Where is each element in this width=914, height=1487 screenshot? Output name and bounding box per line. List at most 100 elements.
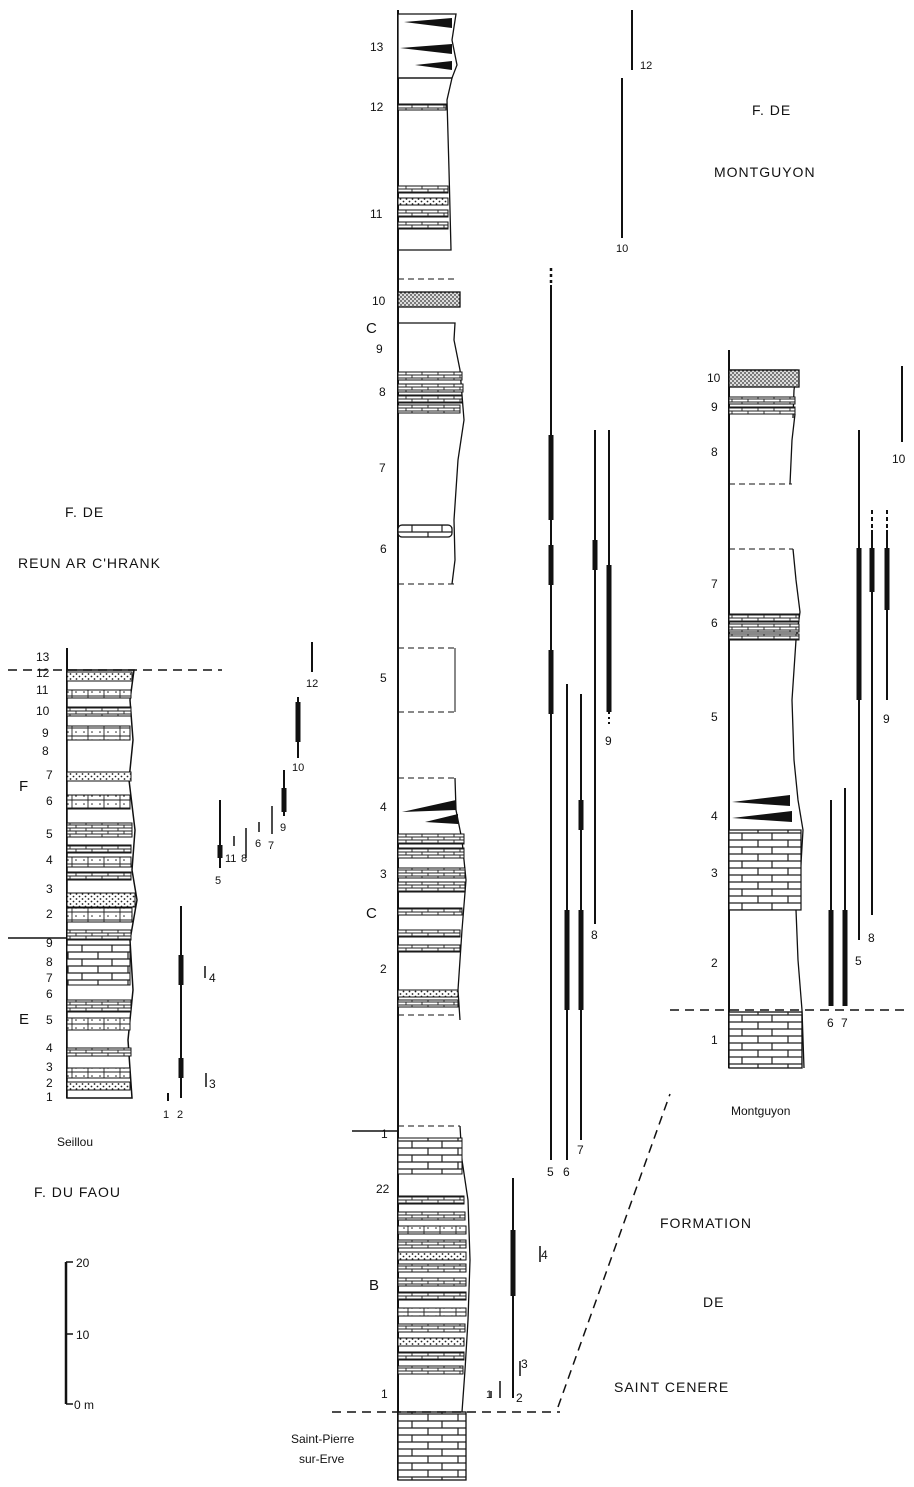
seillou-range-8: 8 — [241, 853, 247, 865]
seillou-bed-4e: 4 — [46, 1041, 53, 1055]
seillou-range-1: 1 — [163, 1109, 169, 1121]
sp-range-8: 8 — [591, 928, 598, 942]
mg-bed-7: 7 — [711, 577, 718, 591]
seillou-range-bars — [168, 642, 312, 1101]
saint-pierre-range-labels: 5 6 7 8 9 10 12 1 2 3 4 — [486, 60, 652, 1405]
seillou-range-11: 11 — [225, 853, 236, 865]
seillou-unit-E: E — [19, 1011, 29, 1028]
seillou-bed-8f: 8 — [42, 744, 49, 758]
sp-range-10: 10 — [616, 243, 628, 255]
seillou-bed-8e: 8 — [46, 955, 53, 969]
mg-bed-9: 9 — [711, 400, 718, 414]
title-formation-line2: DE — [703, 1294, 724, 1310]
seillou-bed-7e: 7 — [46, 971, 53, 985]
scale-label-20: 20 — [76, 1256, 90, 1270]
sp-bed-3: 3 — [380, 867, 387, 881]
mg-range-8: 8 — [868, 931, 875, 945]
seillou-bed-10: 10 — [36, 704, 50, 718]
sp-unit-C-lower: C — [366, 905, 377, 922]
seillou-range-10: 10 — [292, 762, 304, 774]
sp-range-7: 7 — [577, 1143, 584, 1157]
seillou-bed-3f: 3 — [46, 882, 53, 896]
sp-bed-11: 11 — [370, 207, 383, 221]
sp-bed-6: 6 — [380, 542, 387, 556]
locality-seillou: Seillou — [57, 1135, 93, 1149]
sp-bed-4: 4 — [380, 800, 387, 814]
title-reun-line1: F. DE — [65, 504, 104, 520]
seillou-range-3: 3 — [209, 1077, 216, 1091]
sp-range-9: 9 — [605, 734, 612, 748]
scale-bar: 20 10 0 m — [66, 1256, 94, 1412]
sp-unit-B: B — [369, 1277, 379, 1294]
mg-bed-10: 10 — [707, 371, 721, 385]
sp-bed-5: 5 — [380, 671, 387, 685]
seillou-bed-5e: 5 — [46, 1013, 53, 1027]
seillou-bed-2e: 2 — [46, 1076, 53, 1090]
sp-bed-22: 22 — [376, 1182, 390, 1196]
seillou-bed-12: 12 — [36, 666, 50, 680]
saint-pierre-column — [332, 10, 560, 1480]
sp-bed-8: 8 — [379, 385, 386, 399]
saint-pierre-range-bars — [491, 10, 632, 1398]
seillou-range-5: 5 — [215, 875, 221, 887]
sp-range-3: 3 — [521, 1357, 528, 1371]
saint-pierre-bed-labels: 13 12 11 10 9 8 7 6 5 4 3 2 1 22 1 C C B — [366, 40, 390, 1401]
scale-label-0: 0 m — [74, 1398, 94, 1412]
sp-bed-7: 7 — [379, 461, 386, 475]
seillou-bed-2f: 2 — [46, 907, 53, 921]
seillou-bed-4f: 4 — [46, 853, 53, 867]
sp-bed-2: 2 — [380, 962, 387, 976]
seillou-bed-1e: 1 — [46, 1090, 53, 1104]
sp-unit-C-upper: C — [366, 320, 377, 337]
title-formation-line1: FORMATION — [660, 1215, 752, 1231]
seillou-range-9: 9 — [280, 822, 286, 834]
seillou-unit-F: F — [19, 778, 28, 795]
seillou-bed-labels: 13 12 11 10 9 8 7 6 5 4 3 2 9 8 7 6 5 4 … — [19, 650, 53, 1104]
sp-bed-1b: 1 — [381, 1387, 388, 1401]
mg-range-9: 9 — [883, 712, 890, 726]
montguyon-range-labels: 6 7 5 8 9 10 — [827, 452, 906, 1030]
seillou-bed-3e: 3 — [46, 1060, 53, 1074]
locality-montguyon: Montguyon — [731, 1104, 790, 1118]
seillou-range-4: 4 — [209, 971, 216, 985]
sp-bed-10: 10 — [372, 294, 386, 308]
mg-range-5: 5 — [855, 954, 862, 968]
title-montguyon-line1: F. DE — [752, 102, 791, 118]
mg-range-6: 6 — [827, 1016, 834, 1030]
sp-bed-13: 13 — [370, 40, 384, 54]
sp-range-12: 12 — [640, 60, 652, 72]
title-faou: F. DU FAOU — [34, 1184, 121, 1200]
correlation-line — [558, 1094, 670, 1407]
seillou-bed-6f: 6 — [46, 794, 53, 808]
mg-range-10: 10 — [892, 452, 906, 466]
seillou-bed-9f: 9 — [42, 726, 49, 740]
sp-range-1: 1 — [486, 1389, 492, 1401]
seillou-range-labels: 1 2 3 4 5 11 8 6 7 9 10 12 — [163, 678, 318, 1121]
locality-saint-pierre-2: sur-Erve — [299, 1452, 345, 1466]
title-formation-line3: SAINT CENERE — [614, 1379, 729, 1395]
seillou-bed-7f: 7 — [46, 768, 53, 782]
title-montguyon-line2: MONTGUYON — [714, 164, 816, 180]
montguyon-column — [670, 350, 905, 1068]
sp-bed-12: 12 — [370, 100, 384, 114]
scale-label-10: 10 — [76, 1328, 90, 1342]
seillou-bed-11: 11 — [36, 683, 49, 697]
sp-bed-9: 9 — [376, 342, 383, 356]
sp-range-2: 2 — [516, 1391, 523, 1405]
seillou-bed-5f: 5 — [46, 827, 53, 841]
mg-bed-5: 5 — [711, 710, 718, 724]
mg-bed-6: 6 — [711, 616, 718, 630]
mg-bed-4: 4 — [711, 809, 718, 823]
montguyon-bed-labels: 10 9 8 7 6 5 4 3 2 1 — [707, 371, 721, 1047]
mg-bed-1: 1 — [711, 1033, 718, 1047]
sp-range-4: 4 — [541, 1248, 548, 1262]
seillou-bed-9e: 9 — [46, 936, 53, 950]
seillou-range-12: 12 — [306, 678, 318, 690]
mg-bed-2: 2 — [711, 956, 718, 970]
sp-range-5: 5 — [547, 1165, 554, 1179]
seillou-range-6: 6 — [255, 838, 261, 850]
seillou-bed-13: 13 — [36, 650, 50, 664]
mg-range-7: 7 — [841, 1016, 848, 1030]
